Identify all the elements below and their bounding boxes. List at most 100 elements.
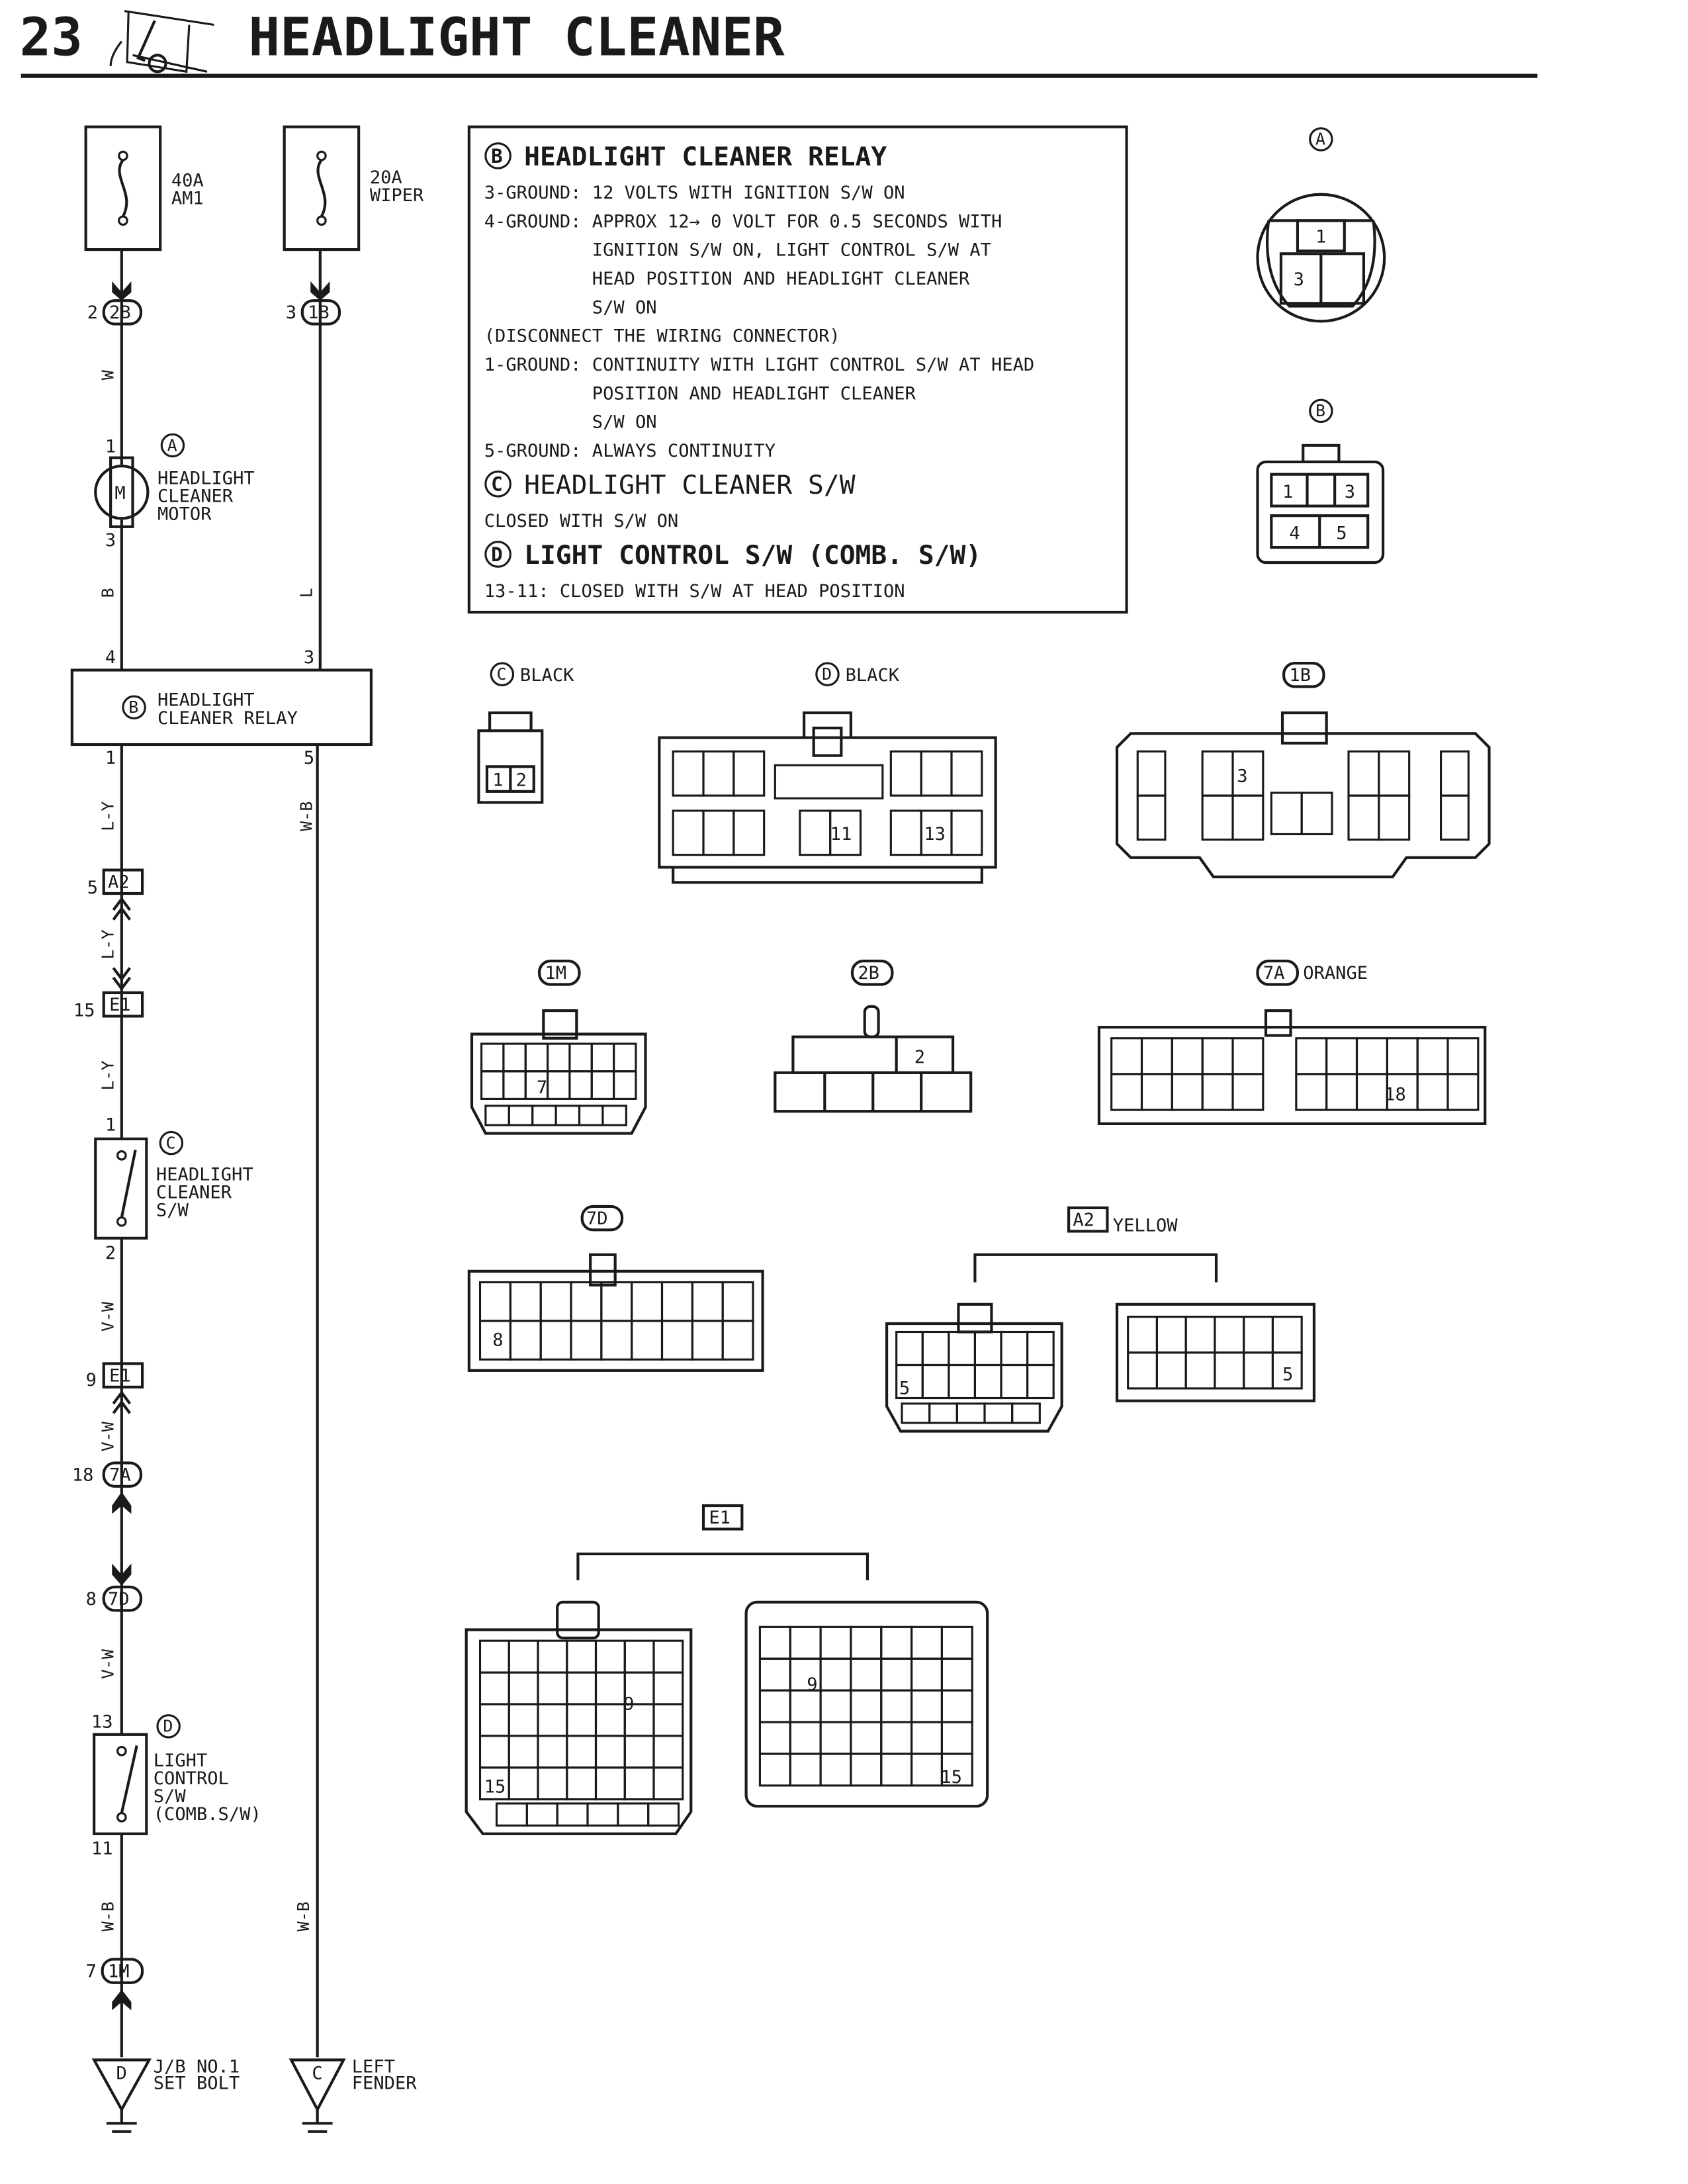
connector-cavity [539,1281,572,1322]
connector-7a: 7A 18 [72,1461,143,1514]
connector-cavity [537,1766,568,1801]
connector-cavity [721,1281,754,1322]
component-label: (COMB.S/W) [154,1804,261,1825]
connector-e1-b: E1 9 [86,1362,144,1414]
connector-cavity [1140,1073,1173,1111]
connector-cavity [1171,1037,1204,1075]
connector-face-b: B 1 3 4 5 [1256,398,1385,565]
connector-ref: A [1315,130,1325,149]
connector-cavity [1440,750,1470,797]
connector-face-1b: 1B 3 [1115,662,1491,879]
wire-color-label: V-W [98,1649,117,1679]
pin-number: 7 [86,1962,97,1982]
connector-cavity [537,1671,568,1706]
test-line: S/W ON [484,297,657,318]
pin-number: 7 [537,1077,547,1098]
connector-cavity [1231,1073,1265,1111]
pin-number: 1 [492,770,503,791]
connector-cavity [570,1281,603,1322]
connector-cavity [1231,1037,1265,1075]
connector-cavity [950,809,983,856]
pin-number: 2 [105,1243,116,1263]
connector-cavity [1155,1316,1187,1354]
connector-cavity [921,1363,950,1400]
connector-cavity [631,1320,664,1361]
light-control-switch: 13 D LIGHT CONTROL S/W (COMB.S/W) 11 [91,1711,261,1859]
connector-cavity [600,1281,633,1322]
connector-cavity [508,1105,534,1126]
connector-cavity [566,1671,598,1706]
connector-code: A2 [1073,1210,1094,1230]
connector-cavity [566,1639,598,1674]
headlight-cleaner-relay: 4 3 B HEADLIGHT CLEANER RELAY 1 5 [70,647,373,768]
connector-cavity [758,1752,791,1787]
connector-cavity [1155,1351,1187,1390]
connector-cavity [672,809,705,856]
connector-cavity [1347,794,1380,841]
connector-cavity [733,750,766,797]
connector-cavity [613,1042,637,1073]
connector-cavity [850,1752,883,1787]
connector-cavity [631,1281,664,1322]
connector-cavity [973,1330,1002,1367]
connector-cavity [484,1105,510,1126]
connector-cavity [1416,1073,1449,1111]
component-label: CLEANER RELAY [157,708,298,729]
connector-cavity [525,1802,558,1827]
connector-cavity [702,809,735,856]
connector-cavity [531,1105,557,1126]
connector-cavity [1243,1316,1274,1354]
connector-cavity [566,1703,598,1737]
connector-cavity [623,1639,655,1674]
connector-cavity [1378,750,1411,797]
connector-code: A2 [108,872,130,893]
connector-cavity [508,1639,539,1674]
connector-cavity [478,1281,511,1322]
connector-cavity [880,1752,913,1787]
pin-number: 2 [87,302,98,323]
pin-number: 2 [914,1047,925,1068]
wire-color-label: L-Y [98,801,117,831]
ground-label: FENDER [352,2073,418,2093]
test-line: CLOSED WITH S/W ON [484,511,678,531]
test-line: (DISCONNECT THE WIRING CONNECTOR) [484,326,840,347]
connector-cavity [948,1363,976,1400]
connector-cavity [566,1766,598,1801]
connector-cavity [508,1735,539,1769]
schematic: 40A AM1 20A WIPER 2B 2 1B 3 W M [70,125,424,2133]
connector-cavity [819,1752,852,1787]
connector-cavity [940,1657,973,1692]
connector-cavity [660,1320,693,1361]
component-ref: A [167,435,177,455]
connector-cavity [928,1402,958,1424]
connector-cavity [495,1802,528,1827]
connector-face-2b: 2B 2 [774,960,973,1113]
pin-number: 4 [105,647,116,668]
connector-cavity [566,1735,598,1769]
connector-a2: A2 5 [87,868,144,921]
connector-cavity [850,1625,883,1660]
connector-code: 1B [1289,665,1311,686]
connector-code: 7D [586,1208,608,1229]
connector-cavity [652,1735,684,1769]
wire-color-label: W [98,369,117,380]
connector-cavity [502,1042,527,1073]
connector-code: 1M [108,1962,130,1982]
connector-cavity [895,1330,924,1367]
connector-cavity [1136,750,1167,797]
connector-face-a2: A2 YELLOW 5 5 [885,1206,1316,1433]
connector-cavity [789,1721,822,1755]
connector-cavity [601,1105,627,1126]
connector-cavity [789,1689,822,1723]
pin-number: 5 [304,748,314,768]
connector-cavity [911,1721,943,1755]
connector-cavity [850,1689,883,1723]
pin-number: 9 [807,1674,817,1695]
connector-face-d: D BLACK 11 13 [658,662,997,884]
connector-cavity [1026,1330,1055,1367]
connector-code: E1 [709,1508,731,1528]
connector-cavity [1231,794,1265,841]
component-ref: C [491,473,503,496]
test-line: IGNITION S/W ON, LIGHT CONTROL S/W AT [484,240,991,261]
connector-cavity [819,1689,852,1723]
